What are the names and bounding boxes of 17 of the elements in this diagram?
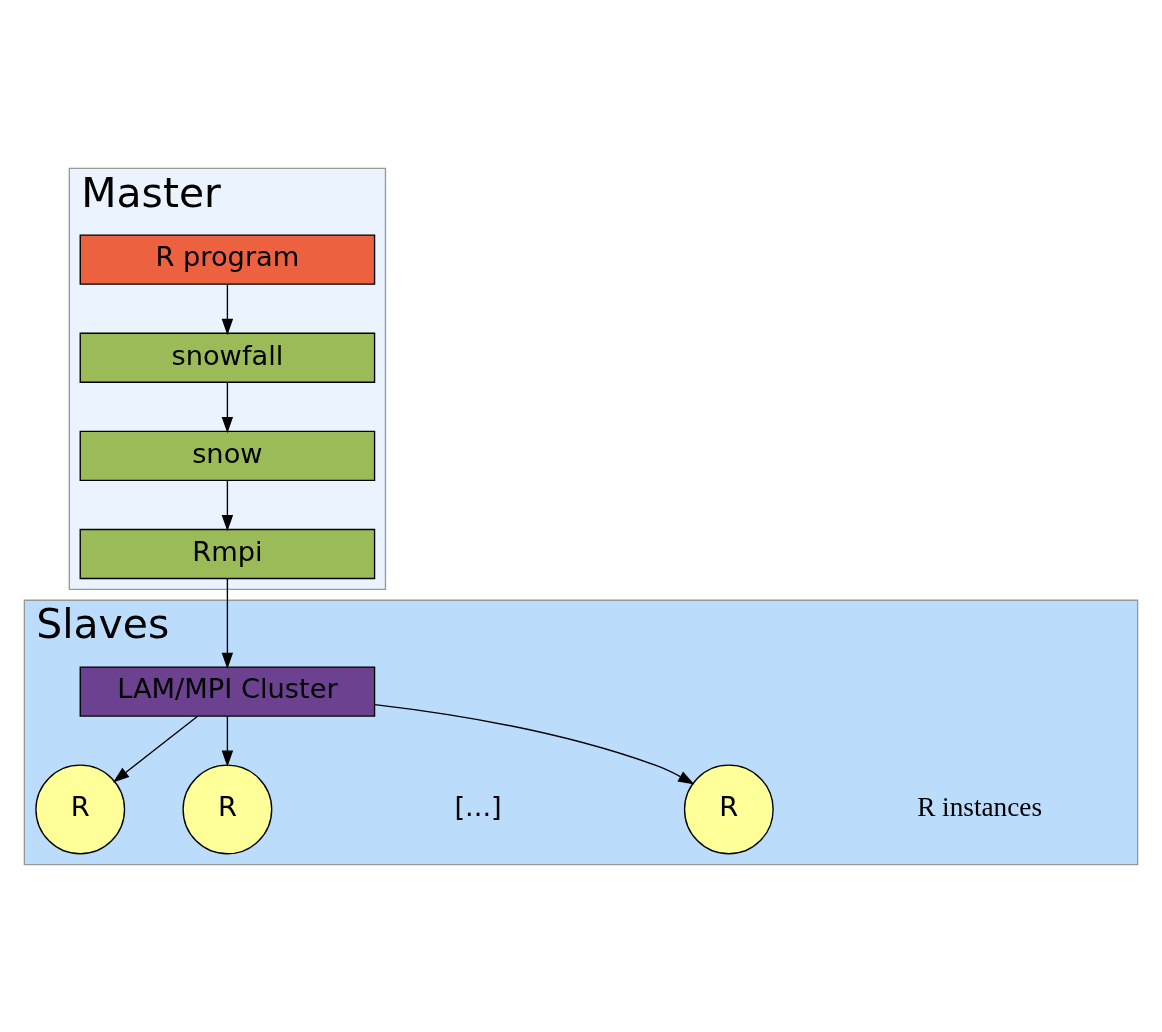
label: [...] <box>454 790 502 822</box>
node-box: snowfall <box>79 332 376 383</box>
node-box: R program <box>79 233 376 285</box>
node-circle: R <box>35 764 126 854</box>
arrow <box>221 283 234 335</box>
node-box: snow <box>79 430 376 481</box>
arrow <box>221 479 234 531</box>
label: R instances <box>917 791 1042 822</box>
arrow <box>374 703 695 785</box>
arrow <box>221 715 234 767</box>
node-circle: R <box>182 764 273 854</box>
arrow <box>221 381 234 433</box>
arrow <box>113 715 199 782</box>
arrow <box>221 577 234 669</box>
node-box: Rmpi <box>79 528 376 579</box>
node-circle: R <box>683 764 774 854</box>
node-box: LAM/MPI Cluster <box>79 665 376 717</box>
